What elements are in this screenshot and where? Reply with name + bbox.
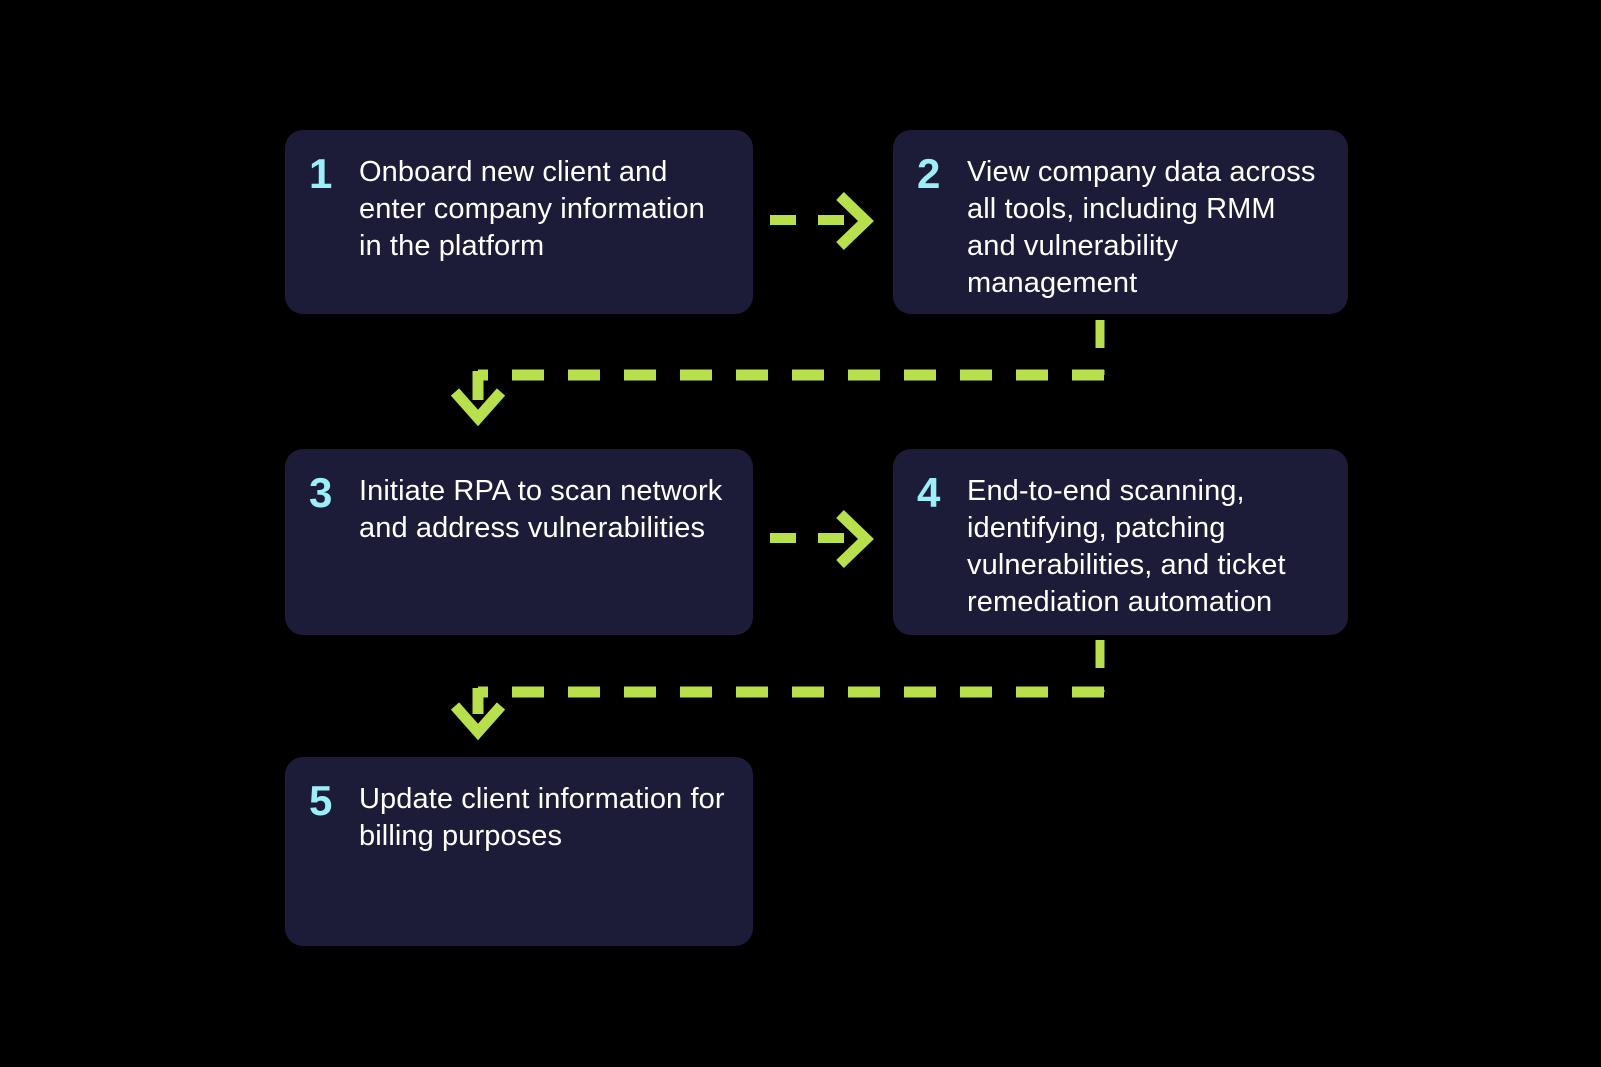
step-text-4: End-to-end scanning, identifying, patchi…: [967, 475, 1286, 618]
step-card-5[interactable]: 5 Update client information for billing …: [285, 757, 753, 946]
arrowhead-down-icon: [450, 702, 506, 741]
step-text-3: Initiate RPA to scan network and address…: [359, 475, 723, 544]
arrowhead-down-icon: [450, 388, 506, 427]
connector-step-1-to-step-2: [770, 192, 874, 250]
step-number-2: 2: [917, 150, 940, 197]
step-card-3[interactable]: 3 Initiate RPA to scan network and addre…: [285, 449, 753, 635]
connector-step-2-to-step-3: [450, 320, 1105, 427]
step-number-3: 3: [309, 469, 332, 516]
step-card-4[interactable]: 4 End-to-end scanning, identifying, patc…: [893, 449, 1348, 635]
step-number-4: 4: [917, 469, 940, 516]
step-card-1[interactable]: 1 Onboard new client and enter company i…: [285, 130, 753, 314]
step-number-1: 1: [309, 150, 332, 197]
connector-step-3-to-step-4: [770, 510, 874, 568]
arrowhead-right-icon: [836, 510, 874, 568]
step-text-2: View company data across all tools, incl…: [967, 156, 1316, 299]
step-text-1: Onboard new client and enter company inf…: [359, 156, 705, 262]
step-text-5: Update client information for billing pu…: [359, 783, 725, 852]
step-number-5: 5: [309, 777, 332, 824]
arrowhead-right-icon: [836, 192, 874, 250]
connector-step-4-to-step-5: [450, 640, 1105, 741]
step-card-2[interactable]: 2 View company data across all tools, in…: [893, 130, 1348, 314]
